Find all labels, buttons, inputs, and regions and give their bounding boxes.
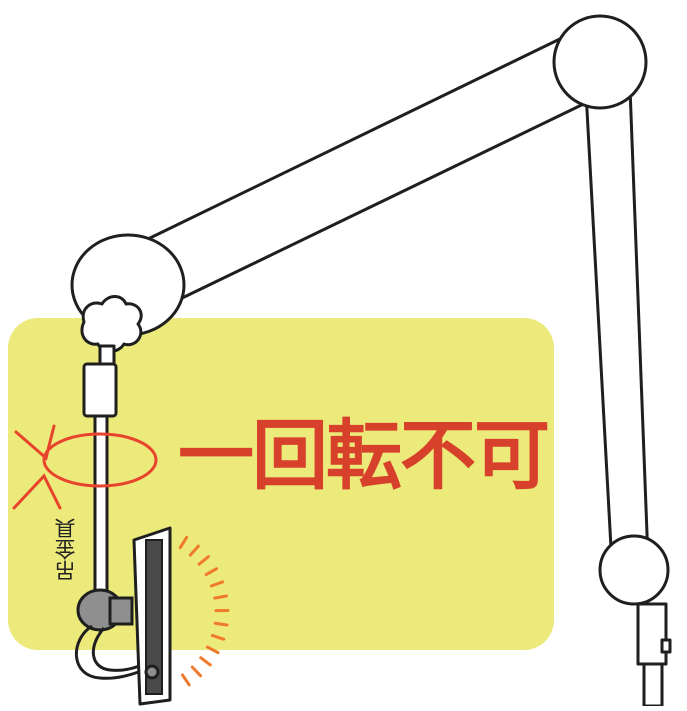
rotation-warning-text: 一回転不可 — [178, 418, 548, 494]
device-button — [146, 666, 158, 678]
swing-mark — [215, 623, 227, 625]
knob-neck — [100, 346, 114, 364]
top-joint — [554, 16, 646, 108]
swing-mark — [192, 667, 200, 676]
hanger-rod — [95, 416, 107, 598]
support-arm — [586, 88, 648, 566]
base-post — [638, 604, 666, 664]
swing-mark — [182, 675, 189, 685]
hanger-sleeve — [84, 364, 116, 416]
locking-knob — [82, 297, 141, 352]
boom-arm — [150, 36, 596, 300]
base-post-lower — [644, 664, 662, 706]
base-joint — [600, 536, 668, 604]
pivot-collar — [110, 598, 132, 624]
base-clamp-nub — [662, 640, 670, 652]
swing-mark — [201, 658, 211, 665]
hanger-label: 吊金具 — [48, 510, 84, 590]
